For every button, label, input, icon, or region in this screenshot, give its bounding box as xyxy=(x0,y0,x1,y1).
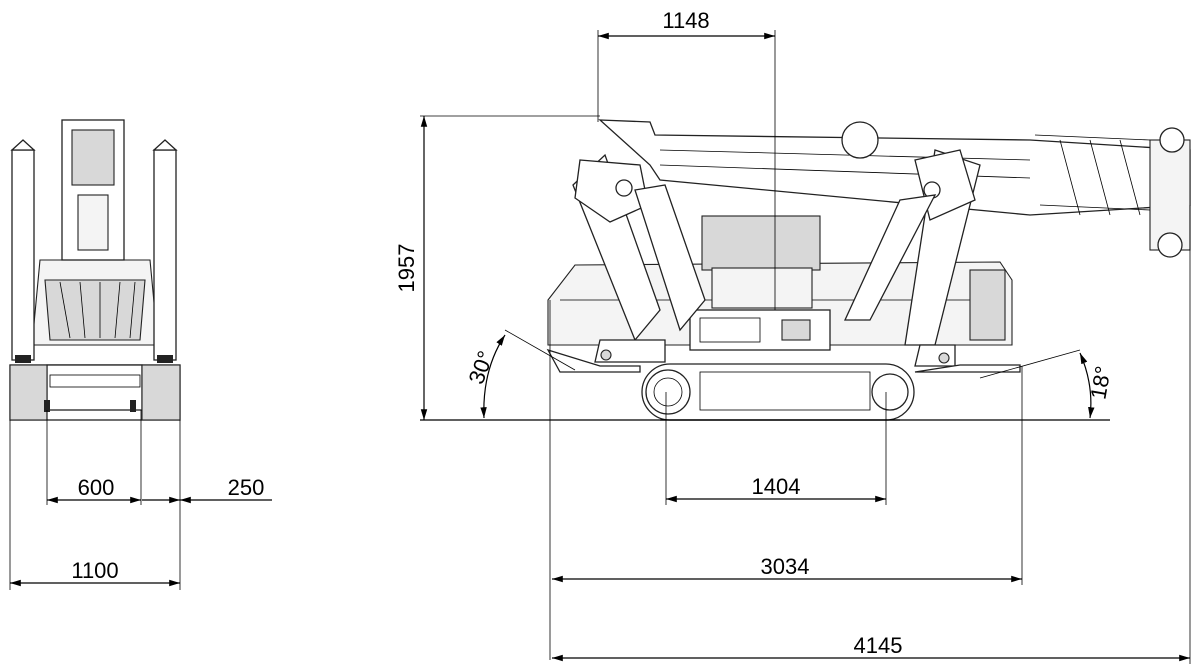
front-view xyxy=(9,119,181,421)
overall-width-label: 1100 xyxy=(71,558,118,583)
outrigger-span-label: 3034 xyxy=(761,554,810,579)
top-width-label: 1148 xyxy=(662,8,709,33)
track-side-label: 250 xyxy=(228,475,265,500)
overall-length-label: 4145 xyxy=(854,633,903,658)
front-extension-lines xyxy=(9,410,181,590)
rear-angle-leg xyxy=(979,349,1081,379)
side-view xyxy=(546,119,1191,421)
front-angle-arc xyxy=(480,334,506,419)
front-angle-leg xyxy=(504,329,576,371)
rear-angle-label: 18° xyxy=(1085,364,1115,401)
front-angle-label: 30° xyxy=(464,348,499,388)
rear-angle-arc xyxy=(1079,352,1095,419)
height-label: 1957 xyxy=(394,244,419,293)
track-length-label: 1404 xyxy=(752,474,801,499)
track-width-label: 600 xyxy=(78,475,115,500)
